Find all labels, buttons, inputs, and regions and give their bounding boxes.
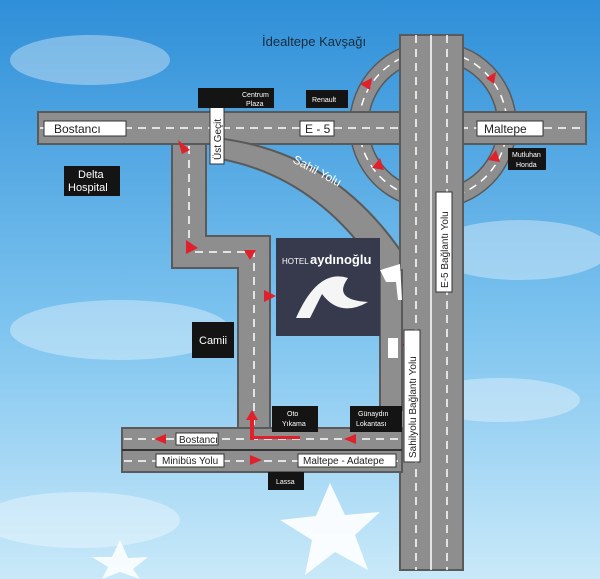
arrow (360, 78, 372, 90)
label-delta-hospital-1: Delta (78, 169, 105, 181)
road-label-e5: E - 5 (305, 122, 331, 136)
road-label-bostanci-bottom: Bostancı (179, 435, 218, 446)
label-centrum-plaza-1: Centrum (242, 92, 269, 99)
road-label-bostanci-top: Bostancı (54, 122, 101, 136)
arrow (372, 158, 384, 170)
arrow (344, 434, 356, 444)
arrow (488, 150, 500, 162)
hotel-marker[interactable]: HOTEL aydınoğlu A (0, 0, 402, 336)
label-oto-yikama-1: Oto (287, 411, 298, 418)
label-renault: Renault (312, 97, 336, 104)
arrow (246, 410, 258, 420)
road-label-maltepe-adatepe: Maltepe - Adatepe (303, 456, 385, 467)
road-label-maltepe: Maltepe (484, 122, 527, 136)
road-label-ust-gecit: Üst Geçit (212, 119, 224, 160)
label-idealtepe-kavsagi: İdealtepe Kavşağı (262, 34, 366, 49)
arrow (178, 140, 190, 154)
arrow (244, 250, 256, 260)
hotel-prefix: HOTEL (282, 257, 309, 266)
starfish-large (280, 483, 380, 575)
hotel-logo-icon (296, 276, 368, 318)
starfish-small (92, 540, 148, 579)
label-mutluhan-honda-2: Honda (516, 162, 537, 169)
road-label-sahilyolu-baglanti: Sahilyolu Bağlantı Yolu (408, 356, 419, 458)
arrow (486, 72, 496, 84)
arrow (186, 240, 198, 254)
label-delta-hospital-2: Hospital (68, 182, 108, 194)
arrow (154, 434, 166, 444)
direction-arrows (154, 72, 500, 465)
label-centrum-plaza-2: Plaza (246, 101, 264, 108)
hotel-name: aydınoğlu (310, 252, 371, 267)
arrow (264, 290, 276, 302)
hotel-ribbon (380, 264, 402, 300)
label-lassa: Lassa (276, 479, 295, 486)
road-label-e5-baglanti: E-5 Bağlantı Yolu (440, 211, 451, 288)
label-gunaydin-lokantasi-2: Lokantası (356, 421, 386, 428)
road-label-minibus: Minibüs Yolu (162, 456, 218, 467)
label-camii: Camii (199, 335, 227, 347)
label-oto-yikama-2: Yıkama (282, 421, 306, 428)
arrow (250, 455, 262, 465)
label-gunaydin-lokantasi-1: Günaydın (358, 411, 388, 418)
label-mutluhan-honda-1: Mutluhan (512, 152, 541, 159)
